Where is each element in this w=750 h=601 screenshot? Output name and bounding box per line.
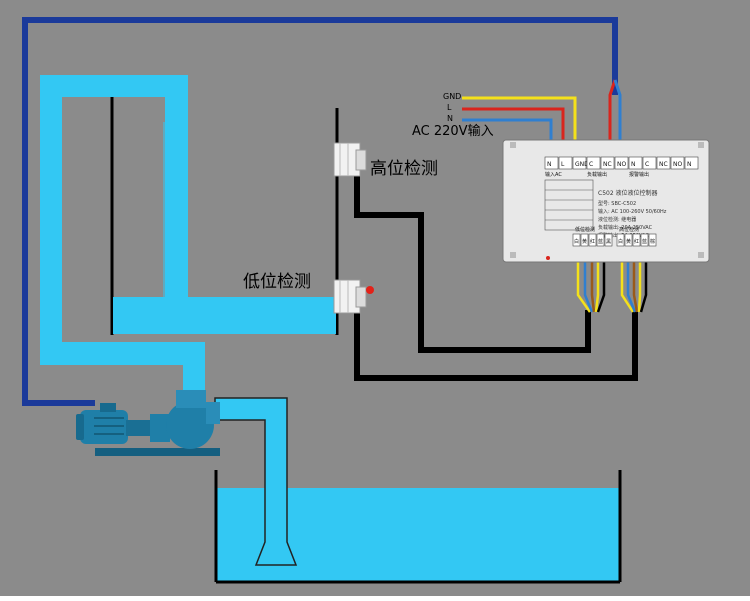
low-sensor-wire (354, 310, 638, 381)
top-terminal (558, 156, 573, 170)
top-terminal (656, 156, 671, 170)
return-pipe (40, 75, 205, 390)
top-terminal-label: N (687, 161, 692, 168)
bottom-terminal-label: 棕 (650, 238, 655, 245)
bottom-terminal-label: 黄 (582, 238, 587, 245)
top-terminal-label: NO (673, 161, 682, 168)
bottom-terminal-caption: 高位检测 (619, 226, 639, 233)
top-terminal (586, 156, 601, 170)
bottom-terminal (580, 233, 589, 247)
high-level-sensor (333, 142, 367, 177)
power-input-label: AC 220V输入 (412, 123, 494, 139)
top-terminal-label: C (645, 161, 649, 168)
bottom-terminal-label: 黄 (626, 238, 631, 245)
bottom-terminal (632, 233, 641, 247)
power-input-wires (462, 96, 577, 142)
bottom-terminal-label: 白 (574, 238, 579, 245)
bottom-terminal (616, 233, 625, 247)
high-sensor-label: 高位检测 (370, 159, 438, 179)
controller-input: 输入: AC 100-260V 50/60Hz (598, 208, 667, 215)
top-terminal-label: NC (603, 161, 612, 168)
bottom-terminal-label: 黑 (606, 239, 611, 245)
controller-load: 负载输出: 20A 250VAC (598, 224, 653, 231)
top-terminal (614, 156, 629, 170)
bottom-terminal (588, 233, 597, 247)
load-output-wires (608, 79, 622, 142)
top-terminal-label: NC (659, 161, 668, 168)
bottom-terminal (648, 233, 657, 247)
top-terminal (572, 156, 587, 170)
top-terminal-label: N (631, 161, 636, 168)
top-terminal-label: GND (575, 161, 589, 168)
sensor-led-icon (366, 286, 374, 294)
top-terminal-caption: 输入AC (545, 171, 562, 178)
upper-inlet-pipe (165, 118, 188, 300)
bottom-terminal-strip: 白黄红蓝黑白黄红蓝棕低位检测高位检测 (572, 226, 657, 247)
upper-tank-water (113, 297, 336, 334)
sensor-leads-left (576, 262, 606, 313)
sensor-leads-right (620, 262, 648, 313)
top-terminal (600, 156, 615, 170)
pump-icon (76, 390, 220, 456)
top-terminal (684, 156, 699, 170)
n-label: N (447, 114, 453, 123)
top-terminal-caption: 报警输出 (629, 171, 649, 178)
suction-pipe (214, 397, 298, 566)
bottom-terminal-label: 红 (590, 238, 595, 245)
bottom-terminal (624, 233, 633, 247)
bottom-terminal-label: 蓝 (642, 238, 647, 245)
low-level-sensor (333, 279, 374, 314)
bottom-terminal-label: 蓝 (598, 238, 603, 245)
top-terminal (670, 156, 685, 170)
pump-power-wire (22, 17, 618, 406)
low-sensor-label: 低位检测 (243, 272, 311, 292)
l-label: L (447, 103, 452, 112)
bottom-terminal-label: 红 (634, 238, 639, 245)
bottom-terminal-caption: 低位检测 (575, 226, 595, 233)
bottom-terminal (572, 233, 581, 247)
controller-probe: 液位检测: 继电器 (598, 216, 636, 223)
top-terminal-label: L (561, 161, 565, 168)
top-terminal (642, 156, 657, 170)
top-terminal-label: C (589, 161, 593, 168)
top-terminal-label: N (547, 161, 552, 168)
high-sensor-wire (354, 172, 591, 353)
gnd-label: GND (443, 92, 461, 101)
bottom-terminal (596, 233, 605, 247)
top-terminal (544, 156, 559, 170)
bottom-terminal (604, 233, 613, 247)
bottom-terminal-label: 白 (618, 238, 623, 245)
bottom-terminal (640, 233, 649, 247)
controller-model: 型号: SBC-C502 (598, 200, 636, 207)
top-terminal-caption: 负载输出 (587, 171, 607, 178)
controller-title: C502 液位液位控制器 (598, 189, 658, 197)
top-terminal (628, 156, 643, 170)
top-terminal-label: NO (617, 161, 626, 168)
